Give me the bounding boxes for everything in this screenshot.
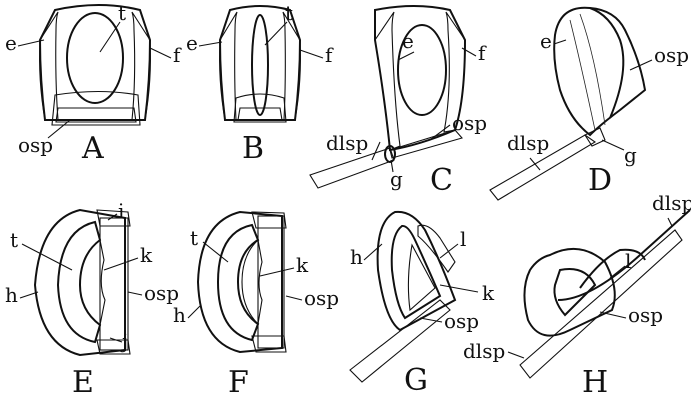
- panel-g: h l k osp G: [350, 212, 495, 393]
- panel-c-label-e: e: [402, 29, 414, 53]
- panel-g-label-osp: osp: [444, 309, 479, 333]
- panel-b-label-f: f: [325, 43, 334, 67]
- panel-d-label-dlsp: dlsp: [507, 131, 549, 155]
- panel-h-label-dlsp-bottom: dlsp: [463, 339, 505, 363]
- panel-e-label-osp: osp: [144, 281, 179, 305]
- panel-a-label-e: e: [5, 31, 17, 55]
- panel-a-letter: A: [81, 131, 104, 166]
- panel-e-label-i: i: [118, 199, 124, 223]
- panel-e-letter: E: [72, 365, 94, 393]
- panel-d: e osp dlsp g D: [490, 8, 689, 200]
- panel-h-label-osp: osp: [628, 303, 663, 327]
- panel-h-drawing: [520, 210, 690, 378]
- panel-f-label-osp: osp: [304, 286, 339, 310]
- panel-d-label-e: e: [540, 29, 552, 53]
- panel-c-label-f: f: [478, 41, 487, 65]
- panel-d-label-g: g: [624, 143, 637, 167]
- panel-e-label-h: h: [5, 283, 18, 307]
- panel-e-label-j: j: [120, 329, 128, 353]
- panel-c-label-g: g: [390, 167, 403, 191]
- panel-f: t k h osp F: [173, 212, 339, 393]
- panel-g-label-k: k: [482, 281, 495, 305]
- panel-g-label-l: l: [460, 227, 466, 251]
- panel-b-label-e: e: [186, 31, 198, 55]
- panel-f-drawing: [198, 212, 286, 352]
- panel-f-label-h: h: [173, 303, 186, 327]
- panel-d-label-osp: osp: [654, 43, 689, 67]
- panel-a-drawing: [40, 5, 151, 125]
- panel-f-label-k: k: [296, 253, 309, 277]
- panel-c-label-dlsp: dlsp: [326, 131, 368, 155]
- panel-a-label-t: t: [118, 1, 126, 25]
- panel-e-label-t: t: [10, 228, 18, 252]
- panel-g-drawing: [350, 212, 455, 382]
- panel-a-label-osp: osp: [18, 133, 53, 157]
- panel-h-label-dlsp-top: dlsp: [652, 191, 691, 215]
- panel-h: dlsp l osp dlsp H: [463, 191, 691, 393]
- panel-c-label-osp: osp: [452, 111, 487, 135]
- panel-b-letter: B: [242, 131, 264, 166]
- panel-e-drawing: [35, 210, 130, 355]
- panel-c-letter: C: [430, 163, 453, 198]
- panel-e-label-k: k: [140, 243, 153, 267]
- panel-b: t e f B: [186, 1, 334, 166]
- panel-a: t e f osp A: [5, 1, 182, 166]
- panel-g-label-h: h: [350, 245, 363, 269]
- panel-f-letter: F: [228, 365, 249, 393]
- panel-d-letter: D: [588, 163, 612, 198]
- panel-b-label-t: t: [285, 1, 293, 25]
- panel-f-label-t: t: [190, 226, 198, 250]
- panel-c-drawing: [310, 6, 465, 188]
- panel-h-letter: H: [582, 365, 608, 393]
- panel-a-label-f: f: [173, 43, 182, 67]
- panel-g-letter: G: [404, 363, 428, 393]
- panel-c: e f dlsp g osp C: [310, 6, 487, 198]
- panel-d-drawing: [490, 8, 645, 200]
- panel-h-label-l: l: [625, 249, 631, 273]
- panel-e: i t k h osp j E: [5, 199, 179, 393]
